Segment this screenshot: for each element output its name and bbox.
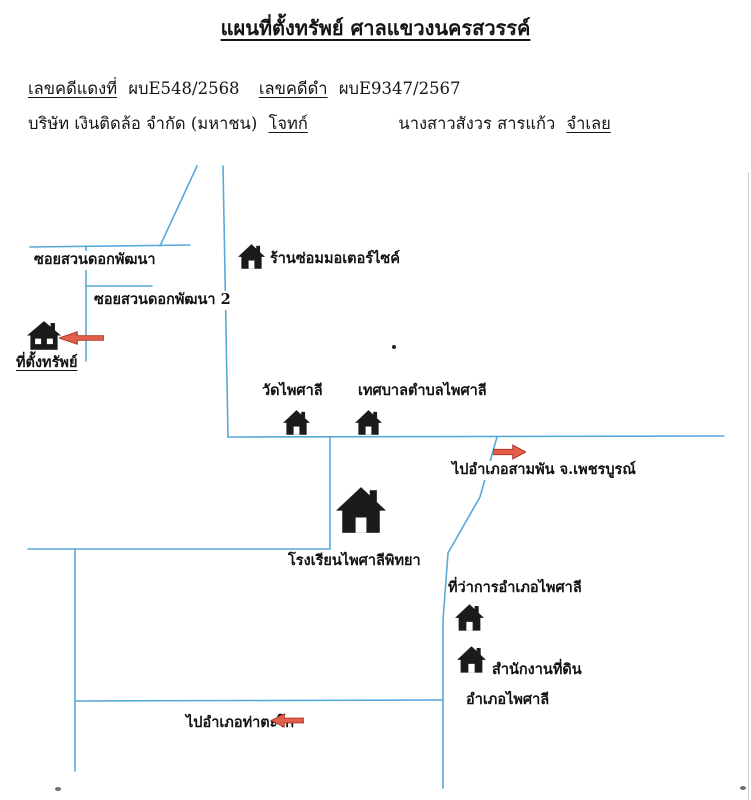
defendant-name: นางสาวสังวร สารแก้ว <box>398 114 556 133</box>
label-temple: วัดไพศาลี <box>262 382 323 401</box>
label-land-office-2: อำเภอไพศาลี <box>466 691 550 710</box>
label-property-location: ที่ตั้งทรัพย์ <box>16 354 78 373</box>
black-case-label: เลขคดีดำ <box>258 79 328 98</box>
label-district-office: ที่ว่าการอำเภอไพศาลี <box>448 579 582 598</box>
party-line: บริษัท เงินติดล้อ จำกัด (มหาชน) โจทก์ นา… <box>28 111 617 137</box>
house-icon-municipality <box>355 410 382 435</box>
label-municipality: เทศบาลตำบลไพศาลี <box>358 382 487 401</box>
black-case-number: ผบE9347/2567 <box>338 79 461 98</box>
road-bottom-horizontal <box>74 699 444 702</box>
label-soi-1: ซอยสวนดอกพัฒนา <box>34 251 156 270</box>
to-phetchabun-arrow-right-icon <box>493 444 526 460</box>
scan-speck <box>55 787 61 791</box>
scan-speck <box>740 786 746 790</box>
red-case-label: เลขคดีแดงที่ <box>28 79 118 98</box>
plaintiff-name: บริษัท เงินติดล้อ จำกัด (มหาชน) <box>28 114 258 133</box>
road-top-diagonal <box>159 165 198 247</box>
house-icon-property <box>27 321 61 350</box>
label-school: โรงเรียนไพศาลีพิทยา <box>288 552 421 571</box>
defendant-role: จำเลย <box>566 114 611 133</box>
road-main-horizontal <box>227 435 725 438</box>
house-icon-district-office <box>455 604 484 631</box>
label-soi-2: ซอยสวนดอกพัฒนา 2 <box>94 291 231 310</box>
map-dot <box>392 345 396 349</box>
to-tha-tako-arrow-left-icon <box>271 713 304 728</box>
plaintiff-role: โจทก์ <box>268 114 308 133</box>
house-icon-school <box>336 487 386 533</box>
scan-edge-artifact <box>748 172 749 800</box>
property-pointer-arrow-left-icon <box>59 331 104 345</box>
case-number-line: เลขคดีแดงที่ ผบE548/2568 เลขคดีดำ ผบE934… <box>28 76 467 102</box>
house-icon-land-office <box>457 646 486 673</box>
label-to-tha-tako: ไปอำเภอท่าตะโก <box>186 714 295 733</box>
red-case-number: ผบE548/2568 <box>128 79 240 98</box>
label-motorcycle-shop: ร้านซ่อมมอเตอร์ไซค์ <box>270 250 400 269</box>
label-to-phetchabun: ไปอำเภอสามพัน จ.เพชรบูรณ์ <box>452 461 636 480</box>
label-land-office-1: สำนักงานที่ดิน <box>492 661 582 680</box>
house-icon-temple <box>283 410 310 435</box>
house-icon-motorcycle-shop <box>238 244 265 269</box>
road-soi-1 <box>29 244 191 248</box>
page-title: แผนที่ตั้งทรัพย์ ศาลแขวงนครสวรรค์ <box>220 16 531 40</box>
